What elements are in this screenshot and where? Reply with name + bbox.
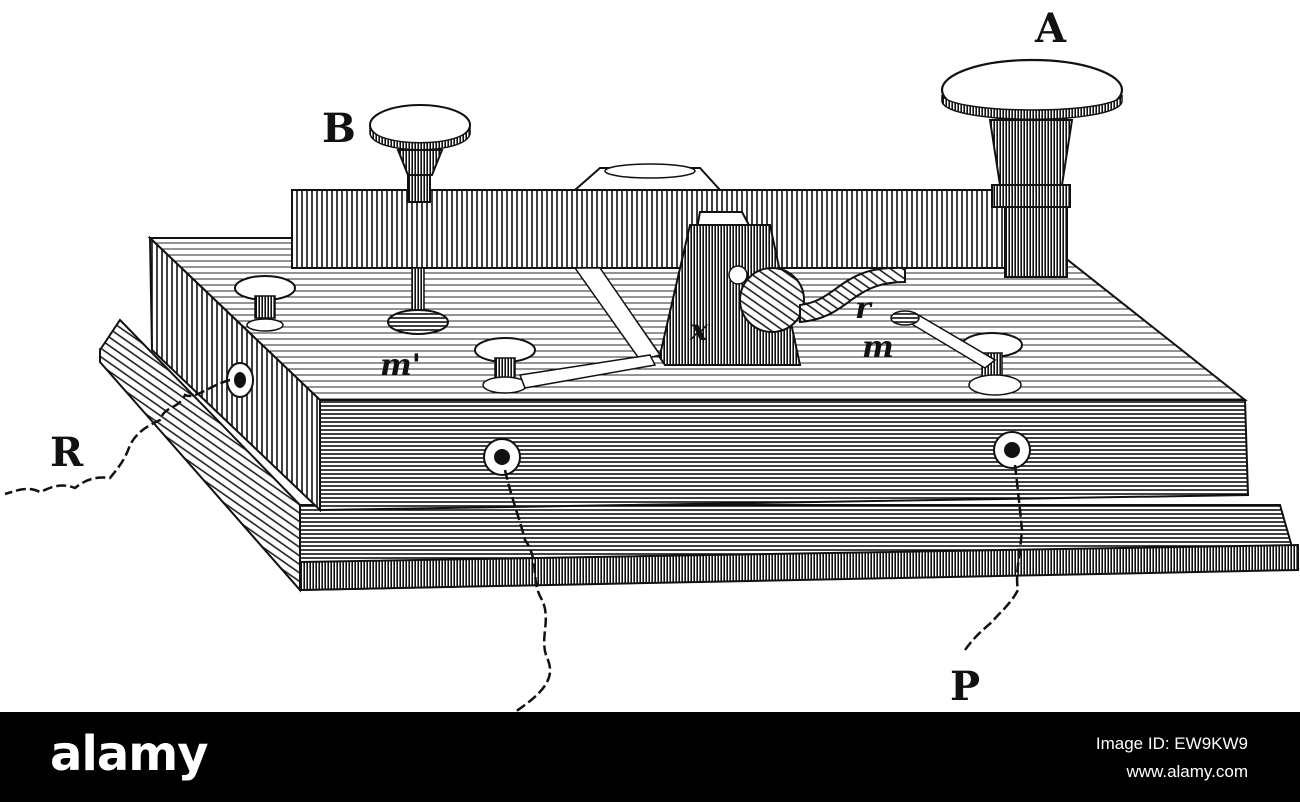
contact-arm	[728, 265, 906, 333]
label-m-prime: m'	[380, 348, 421, 383]
watermark-footer: alamy Image ID: EW9KW9 www.alamy.com	[0, 712, 1300, 802]
label-a: A	[1034, 5, 1067, 52]
image-id-text: Image ID: EW9KW9	[1095, 734, 1248, 753]
terminal-front-left	[483, 438, 521, 476]
base-plinth	[99, 318, 1300, 593]
terminal-side	[226, 362, 254, 398]
binding-screw-left	[234, 275, 296, 332]
wire-r	[4, 378, 231, 496]
telegraph-key-engraving: A B R P m' m x r	[4, 5, 1300, 712]
binding-screw-center	[474, 337, 657, 394]
wire-p	[963, 464, 1024, 651]
label-m: m	[862, 330, 894, 365]
knob-a	[940, 58, 1124, 278]
knob-b	[369, 104, 471, 335]
terminal-front-right	[993, 431, 1031, 469]
label-p: P	[950, 663, 980, 710]
pivot-bracket	[573, 224, 802, 366]
key-lever	[291, 163, 1066, 269]
label-b: B	[322, 105, 356, 152]
brand-logo: alamy	[50, 726, 209, 782]
label-x: x	[689, 313, 709, 348]
label-r: R	[50, 429, 84, 476]
wire-front-left	[503, 469, 552, 712]
label-r-contact: r	[855, 291, 873, 326]
binding-screw-right	[890, 310, 1023, 396]
site-url-text: www.alamy.com	[1126, 762, 1248, 781]
